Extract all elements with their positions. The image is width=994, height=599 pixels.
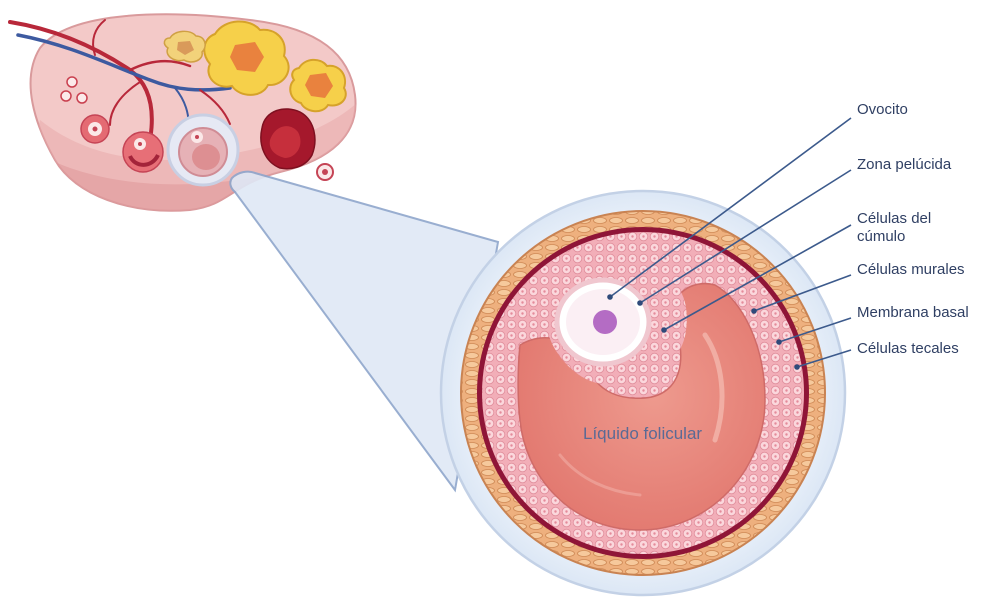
leader-dot-basal xyxy=(776,339,782,345)
leader-dot-oocyte xyxy=(607,294,613,300)
primary-follicle xyxy=(81,115,109,143)
secondary-follicle xyxy=(123,132,163,172)
magnified-follicle xyxy=(441,191,845,595)
leader-dot-cumulus xyxy=(661,327,667,333)
label-oocyte: Ovocito xyxy=(857,101,908,119)
oocyte-nucleus xyxy=(593,310,617,334)
label-zona-pellucida: Zona pelúcida xyxy=(857,156,951,174)
leader-dot-mural xyxy=(751,308,757,314)
label-mural-cells: Células murales xyxy=(857,261,965,279)
label-theca-cells: Células tecales xyxy=(857,340,959,358)
highlighted-follicle xyxy=(168,115,238,185)
leader-dot-zona xyxy=(637,300,643,306)
leader-dot-theca xyxy=(794,364,800,370)
label-follicular-fluid: Líquido folicular xyxy=(583,424,702,444)
label-cumulus-cells: Células del cúmulo xyxy=(857,210,952,246)
label-basal-membrane: Membrana basal xyxy=(857,304,969,322)
